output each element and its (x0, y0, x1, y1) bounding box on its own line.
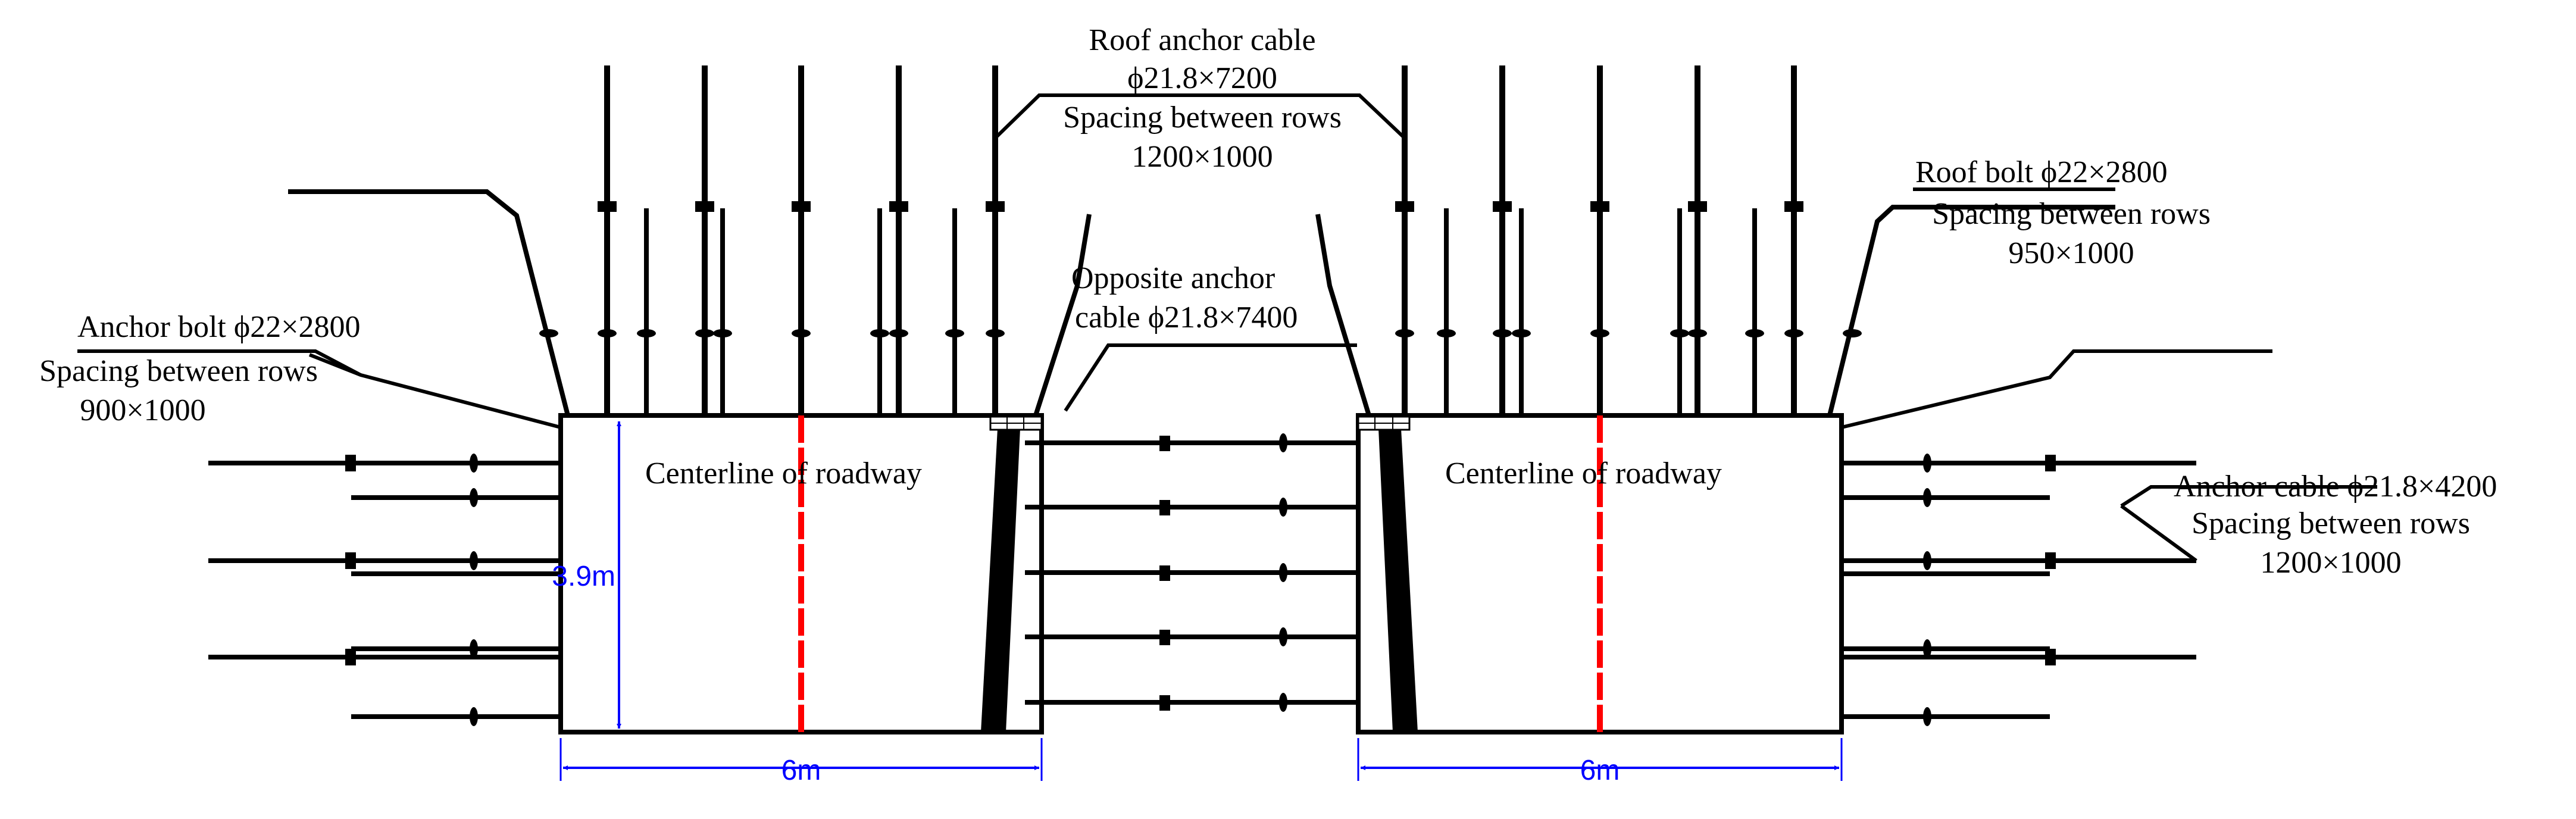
anchor-bolt-line2: Spacing between rows (39, 354, 318, 388)
anchor-bolt-line1: Anchor bolt ϕ22×2800 (77, 310, 361, 344)
opposite-anchor-cable-plates (1159, 433, 1287, 712)
width-left-label: 6m (781, 755, 821, 786)
roof-bolt-nuts (539, 329, 1862, 337)
height-dimension-label: 3.9m (552, 561, 615, 592)
anchor-cable-line3: 1200×1000 (2260, 546, 2401, 580)
left-rib-anchor-cables (208, 461, 561, 659)
roof-anchor-cable-line2: ϕ21.8×7200 (1127, 61, 1277, 95)
opposite-anchor-cable-label: Opposite anchor cable ϕ21.8×7400 (1071, 261, 1298, 335)
left-rib-bolts (351, 495, 561, 719)
opposite-anchor-cable-line2: cable ϕ21.8×7400 (1075, 301, 1298, 335)
centerline-right-label: Centerline of roadway (1445, 457, 1722, 490)
anchor-cable-label: Anchor cable ϕ21.8×4200 Spacing between … (2174, 470, 2497, 580)
roof-anchor-cable-line4: 1200×1000 (1131, 140, 1273, 174)
right-rib-anchor-cables (1842, 461, 2196, 659)
right-rib-bolts (1842, 495, 2050, 719)
roof-bolts (644, 208, 1757, 415)
width-right-label: 6m (1580, 755, 1620, 786)
right-bolt-leader (1841, 349, 2272, 429)
left-rib-plates (345, 454, 478, 726)
anchor-cable-line2: Spacing between rows (2192, 507, 2470, 540)
label-leaders (77, 93, 2377, 562)
corner-bolts (288, 189, 2115, 417)
dimension-labels: 3.9m 6m 6m (552, 561, 1620, 786)
roof-anchor-cable-line1: Roof anchor cable (1089, 23, 1315, 57)
roof-bolt-label: Roof bolt ϕ22×2800 Spacing between rows … (1915, 155, 2211, 270)
centerline-left-label: Centerline of roadway (645, 457, 922, 490)
roof-anchor-cable-plates (598, 201, 1803, 212)
roof-bolt-line3: 950×1000 (2008, 236, 2134, 270)
right-rib-plates (1923, 454, 2056, 726)
left-anchor-bolt-leader (308, 353, 561, 429)
coal-pillar (1040, 440, 1360, 732)
anchor-bolt-line3: 900×1000 (80, 393, 205, 427)
roof-anchor-cables (604, 65, 1797, 415)
filling-body-right (1357, 415, 1418, 732)
width-dimension-left (559, 738, 1043, 781)
anchor-bolt-label: Anchor bolt ϕ22×2800 Spacing between row… (39, 310, 360, 427)
roof-bolt-line1: Roof bolt ϕ22×2800 (1915, 155, 2168, 189)
opposite-anchor-cables (1025, 440, 1358, 705)
roof-bolt-line2: Spacing between rows (1932, 197, 2211, 231)
opposite-anchor-cable-line1: Opposite anchor (1071, 261, 1275, 295)
width-dimension-right (1357, 738, 1843, 781)
roof-anchor-cable-label: Roof anchor cable ϕ21.8×7200 Spacing bet… (1063, 23, 1342, 174)
anchor-cable-line1: Anchor cable ϕ21.8×4200 (2174, 470, 2497, 504)
filling-body-left (981, 415, 1043, 732)
roof-anchor-cable-line3: Spacing between rows (1063, 101, 1342, 135)
centerline-labels: Centerline of roadway Centerline of road… (645, 457, 1722, 490)
